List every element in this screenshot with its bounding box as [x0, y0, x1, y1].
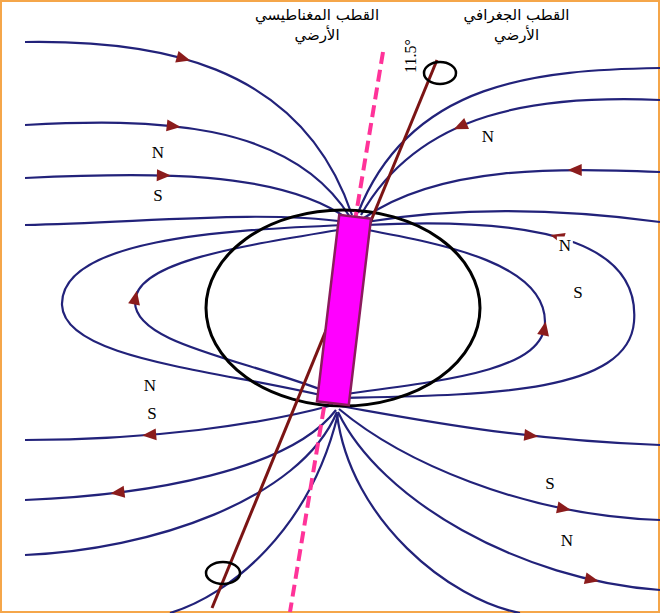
field-line	[135, 228, 350, 395]
field-arrowhead	[142, 428, 157, 441]
pole-label: القطب الجغرافي الأرضي	[452, 4, 581, 47]
polarity-letter: S	[571, 284, 584, 301]
polarity-letter: S	[145, 405, 158, 422]
field-line	[25, 412, 337, 555]
polarity-letter: N	[480, 128, 496, 145]
field-line	[62, 225, 346, 398]
field-line	[25, 175, 348, 219]
field-line	[170, 414, 338, 613]
polarity-letter: N	[150, 144, 166, 161]
field-line	[366, 211, 660, 222]
field-arrowhead	[451, 118, 469, 135]
pole-ring	[206, 562, 240, 584]
field-line	[339, 409, 660, 520]
polarity-letter: N	[557, 237, 573, 254]
field-arrowhead	[175, 51, 192, 66]
field-arrowhead	[110, 486, 125, 500]
pole-label: القطب المغناطيسي الأرضي	[245, 4, 389, 47]
field-line	[338, 229, 545, 395]
polarity-letter: N	[559, 532, 575, 549]
field-arrowhead	[524, 429, 539, 442]
pole-ring	[424, 62, 456, 84]
field-line	[25, 217, 346, 225]
bar-magnet	[317, 215, 371, 405]
field-line	[361, 99, 660, 215]
magnetic-axis	[290, 52, 383, 612]
polarity-letter: S	[151, 187, 164, 204]
field-line	[340, 223, 634, 398]
field-arrows	[110, 51, 600, 587]
angle-label: 11.5°	[402, 37, 420, 75]
field-arrowhead	[556, 501, 572, 516]
field-arrowhead	[157, 169, 171, 181]
polarity-letter: N	[142, 377, 158, 394]
field-line	[340, 406, 660, 445]
earth-outline	[206, 210, 480, 406]
field-arrowhead	[584, 572, 600, 587]
field-line	[338, 412, 660, 590]
field-arrowhead	[537, 320, 551, 336]
field-arrowhead	[166, 119, 181, 132]
geographic-axis	[212, 60, 437, 608]
field-arrowhead	[128, 290, 143, 306]
polarity-letter: S	[543, 475, 556, 492]
field-arrowhead	[568, 164, 582, 176]
field-line	[337, 414, 520, 613]
field-line	[25, 123, 350, 217]
